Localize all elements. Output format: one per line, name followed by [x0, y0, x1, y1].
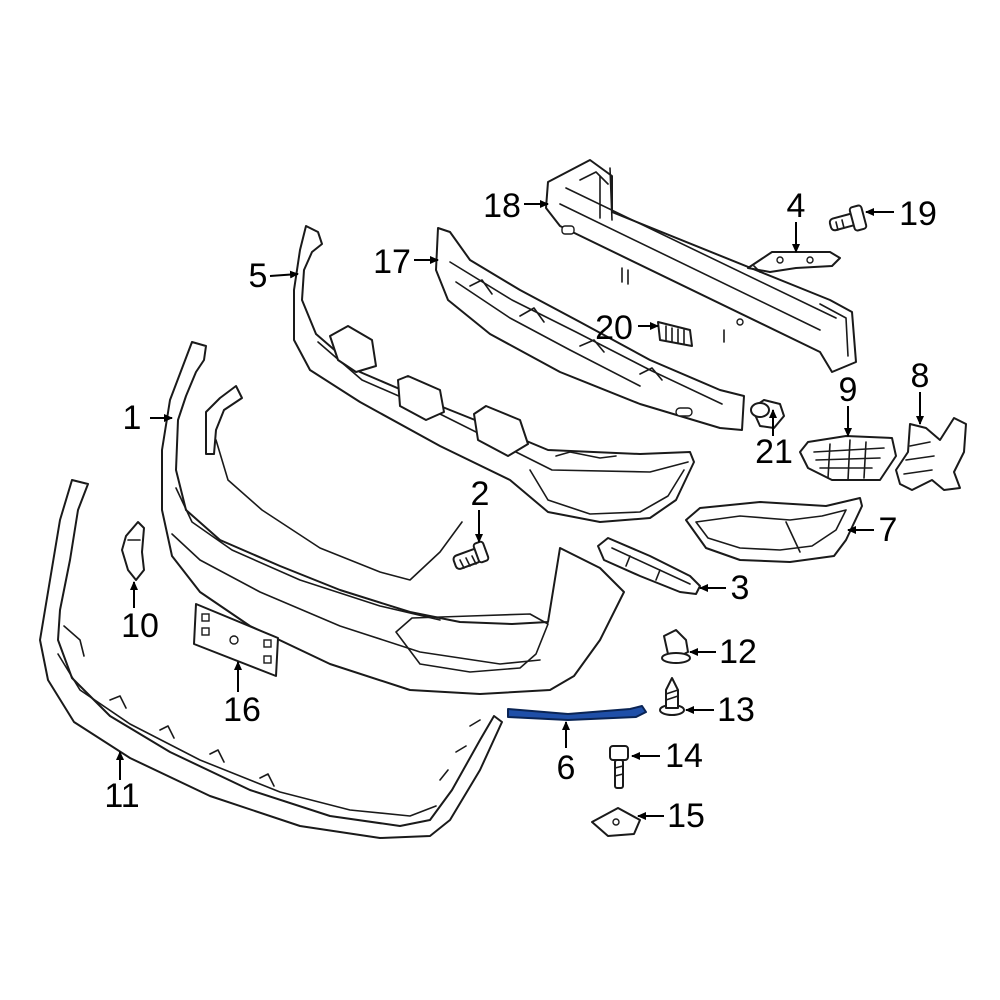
callout-15: 15: [667, 797, 705, 835]
callout-16: 16: [223, 691, 261, 729]
leader-5: [269, 270, 299, 279]
part-21-push-pin: [750, 399, 785, 429]
part-5-upper-support: [293, 225, 695, 523]
part-18-reinforcement-beam: [545, 159, 857, 373]
part-13-screw: [659, 677, 685, 716]
part-6-trim-strip: [507, 705, 647, 721]
callout-5: 5: [249, 257, 268, 295]
part-7-fog-lamp-bezel: [685, 497, 863, 563]
part-2-bolt: [452, 540, 490, 570]
part-1-bumper-cover: [161, 341, 625, 695]
callout-8: 8: [911, 357, 930, 395]
part-14-bolt: [609, 745, 629, 789]
callout-10: 10: [121, 607, 159, 645]
part-10-bracket: [121, 521, 145, 581]
part-16-plate-bracket: [193, 603, 279, 677]
part-20-clip: [657, 321, 693, 347]
callout-11: 11: [104, 777, 139, 815]
callout-2: 2: [471, 475, 490, 513]
part-17-energy-absorber: [435, 227, 745, 431]
callout-labels: 1 2 3 4 5 6 7 8 9 10 11 12 13 14 15 16 1…: [104, 187, 937, 835]
callout-19: 19: [899, 195, 937, 233]
callout-20: 20: [595, 309, 633, 347]
callout-4: 4: [787, 187, 806, 225]
part-15-clip-nut: [591, 807, 641, 837]
part-12-push-clip: [661, 629, 691, 664]
callout-3: 3: [731, 569, 750, 607]
callout-18: 18: [483, 187, 521, 225]
part-9-grille-insert: [799, 435, 897, 481]
callout-7: 7: [879, 511, 898, 549]
callout-17: 17: [373, 243, 411, 281]
part-3-bracket: [597, 537, 701, 595]
part-11-lower-valance: [39, 479, 503, 839]
callout-14: 14: [665, 737, 703, 775]
part-4-plate: [747, 251, 841, 273]
callout-6: 6: [557, 749, 576, 787]
part-19-bolt: [828, 204, 868, 232]
callout-leaders: [116, 200, 924, 820]
callout-12: 12: [719, 633, 757, 671]
callout-1: 1: [123, 399, 142, 437]
part-8-bracket: [895, 417, 967, 491]
callout-9: 9: [839, 371, 858, 409]
callout-13: 13: [717, 691, 755, 729]
callout-21: 21: [755, 433, 793, 471]
